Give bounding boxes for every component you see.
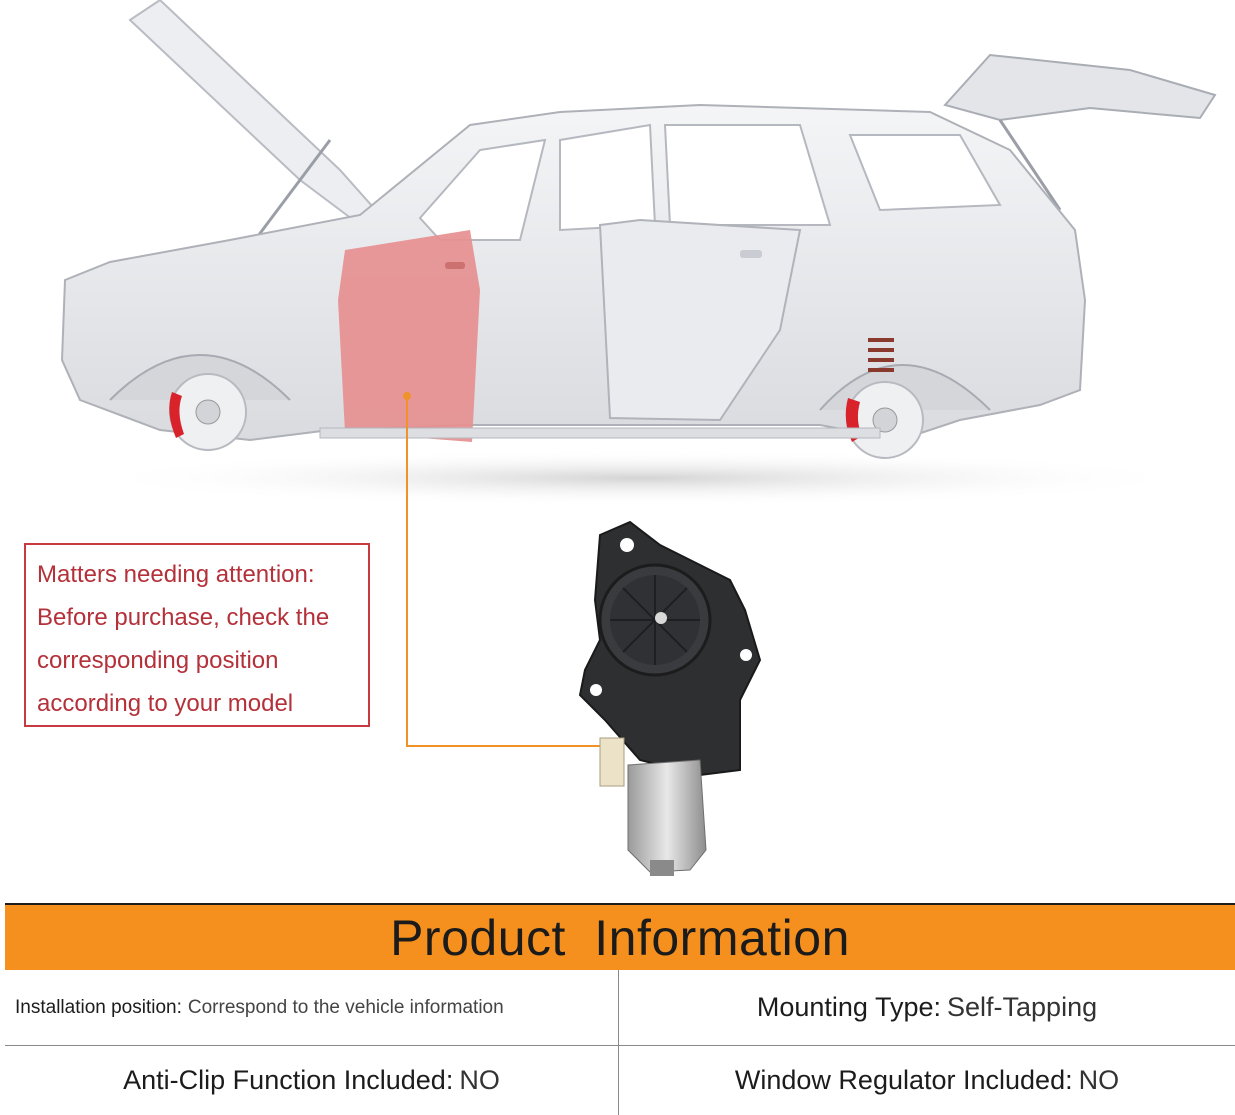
anti-clip-cell: Anti-Clip Function Included: NO — [5, 1046, 619, 1115]
car-body-illustration — [60, 0, 1217, 876]
window-regulator-key: Window Regulator Included: — [734, 1065, 1073, 1095]
product-illustration: Matters needing attention: Before purcha… — [24, 0, 1217, 876]
installation-position-value: Correspond to the vehicle information — [187, 996, 504, 1018]
product-information-title: Product Information — [5, 903, 1235, 970]
product-information-table: Product Information Installation positio… — [5, 903, 1235, 1115]
notice-line: Matters needing attention: — [37, 561, 315, 588]
window-motor-illustration — [578, 520, 762, 876]
window-regulator-value: NO — [1078, 1065, 1120, 1095]
mounting-type-cell: Mounting Type: Self-Tapping — [619, 970, 1235, 1045]
mounting-type-value: Self-Tapping — [947, 992, 1098, 1022]
notice-line: according to your model — [37, 690, 294, 717]
installation-position-cell: Installation position: Correspond to the… — [5, 970, 619, 1045]
mounting-type-key: Mounting Type: — [756, 992, 941, 1022]
notice-line: corresponding position — [37, 647, 279, 674]
attention-notice: Matters needing attention: Before purcha… — [24, 543, 370, 727]
notice-line: Before purchase, check the — [37, 604, 330, 631]
table-row: Installation position: Correspond to the… — [5, 970, 1235, 1046]
installation-position-key: Installation position: — [15, 996, 182, 1018]
window-regulator-cell: Window Regulator Included: NO — [619, 1046, 1235, 1115]
table-row: Anti-Clip Function Included: NO Window R… — [5, 1046, 1235, 1115]
anti-clip-key: Anti-Clip Function Included: — [123, 1065, 454, 1095]
anti-clip-value: NO — [459, 1065, 500, 1095]
